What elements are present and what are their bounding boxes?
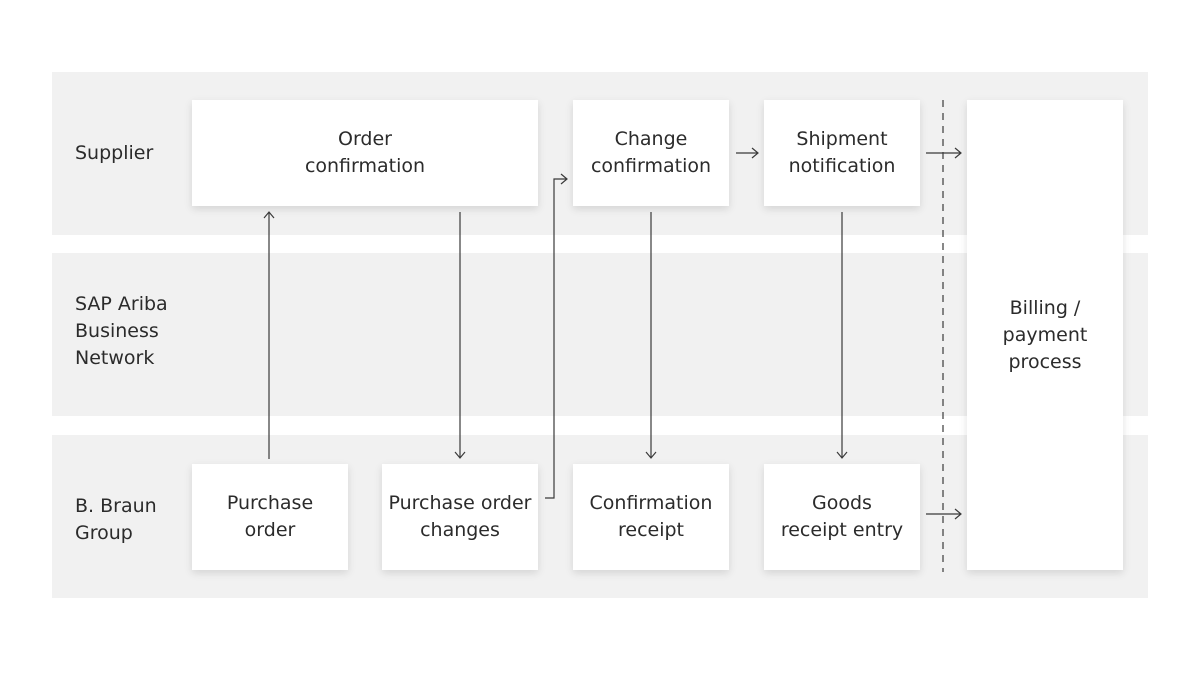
step-change-confirmation: Change confirmation [573, 100, 729, 206]
arrow-po-changes-to-change-confirmation [545, 173, 568, 499]
arrow-change-confirmation-to-confirmation-receipt [645, 212, 657, 459]
step-shipment-notification: Shipment notification [764, 100, 920, 206]
step-purchase-order: Purchase order [192, 464, 348, 570]
arrow-change-to-shipment [736, 147, 759, 159]
step-order-confirmation: Order confirmation [192, 100, 538, 206]
step-purchase-order-changes: Purchase order changes [382, 464, 538, 570]
lane-label-supplier: Supplier [75, 142, 154, 164]
lane-network-band [52, 253, 1148, 416]
arrow-purchase-order-to-order-confirmation [263, 211, 275, 459]
lane-label-network: SAP Ariba Business Network [75, 293, 168, 369]
lane-label-buyer: B. Braun Group [75, 495, 157, 544]
arrow-goods-receipt-to-billing [926, 508, 962, 520]
arrow-order-confirmation-to-po-changes [454, 212, 466, 459]
step-billing-payment-process: Billing / payment process [967, 100, 1123, 570]
step-confirmation-receipt: Confirmation receipt [573, 464, 729, 570]
step-goods-receipt-entry: Goods receipt entry [764, 464, 920, 570]
arrow-shipment-to-goods-receipt [836, 212, 848, 459]
